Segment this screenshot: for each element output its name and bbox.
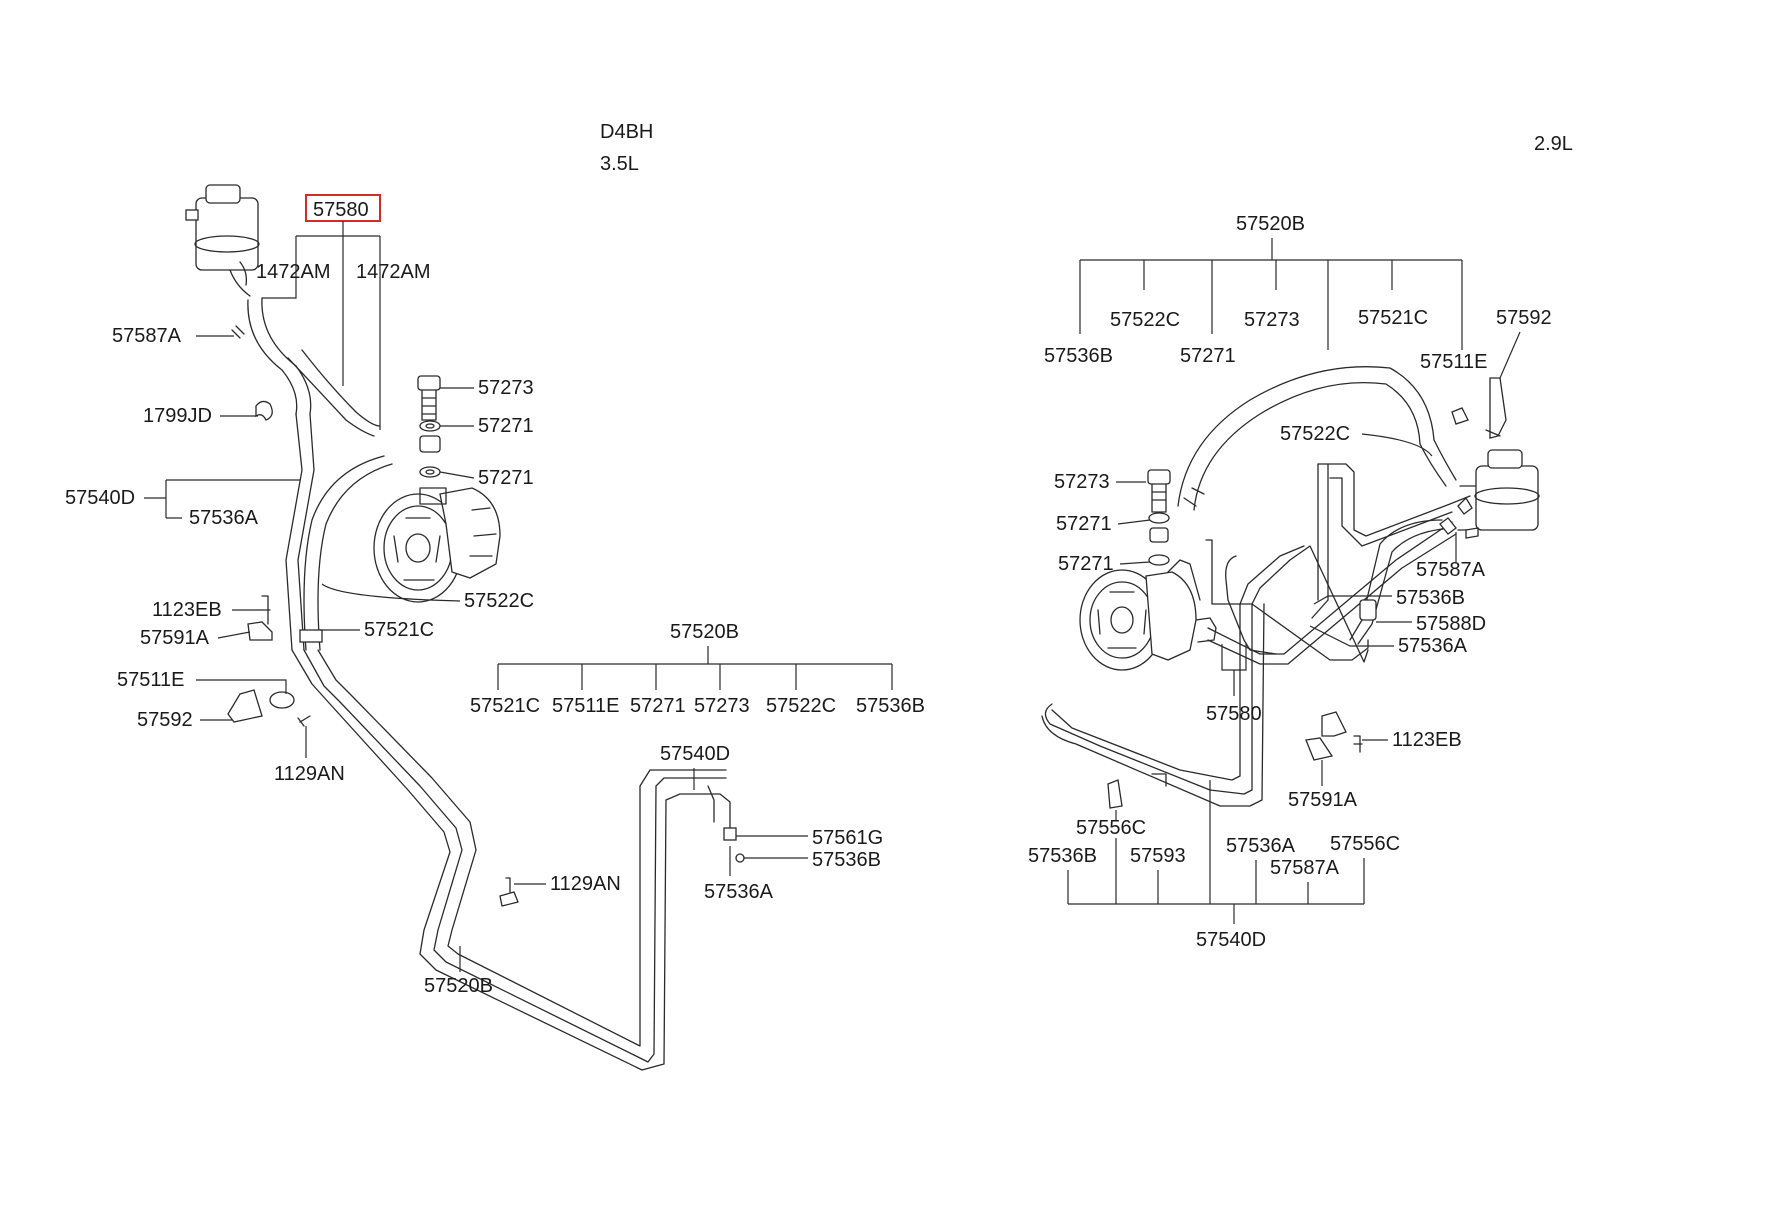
group-57520b-r-item-6[interactable]: 57511E (1420, 351, 1487, 373)
group-57520b-item-1[interactable]: 57521C (470, 695, 540, 717)
label-57540d-b[interactable]: 57540D (660, 743, 730, 765)
engine-code-label: D4BH (600, 121, 653, 143)
engine-displacement-right: 2.9L (1534, 133, 1573, 155)
label-57536b-r[interactable]: 57536B (1396, 587, 1465, 609)
label-57580-r[interactable]: 57580 (1206, 703, 1262, 725)
label-57271-r-b[interactable]: 57271 (1058, 553, 1114, 575)
label-57536a[interactable]: 57536A (189, 507, 259, 529)
label-1472am-a[interactable]: 1472AM (256, 261, 331, 283)
label-1799jd[interactable]: 1799JD (143, 405, 212, 427)
left-reservoir[interactable] (185, 184, 260, 297)
label-57271-r-a[interactable]: 57271 (1056, 513, 1112, 535)
label-57522c[interactable]: 57522C (464, 590, 534, 612)
group-57540d-item-2[interactable]: 57556C (1076, 817, 1146, 839)
left-pressure-tube[interactable] (291, 649, 731, 1071)
left-return-line[interactable] (285, 413, 315, 651)
label-57271-a[interactable]: 57271 (478, 415, 534, 437)
group-57520b-item-4[interactable]: 57273 (694, 695, 750, 717)
label-57536a-r[interactable]: 57536A (1398, 635, 1468, 657)
group-57520b-r-item-4[interactable]: 57273 (1244, 309, 1300, 331)
label-57273-r[interactable]: 57273 (1054, 471, 1110, 493)
right-suction-line[interactable] (1207, 521, 1457, 665)
right-pressure-hose[interactable] (1177, 366, 1457, 511)
label-57536a-b[interactable]: 57536A (704, 881, 774, 903)
label-57540d[interactable]: 57540D (65, 487, 135, 509)
label-57591a-r[interactable]: 57591A (1288, 789, 1358, 811)
group-57520b-title[interactable]: 57520B (670, 621, 739, 643)
label-1123eb[interactable]: 1123EB (152, 599, 222, 621)
group-57540d-item-5[interactable]: 57587A (1270, 857, 1340, 879)
engine-displacement-left: 3.5L (600, 153, 639, 175)
right-callouts: 57520B 57536B 57522C 57271 57273 57521C … (1028, 213, 1552, 951)
label-57561g[interactable]: 57561G (812, 827, 883, 849)
right-brackets[interactable] (1107, 377, 1507, 809)
label-57587a-r[interactable]: 57587A (1416, 559, 1486, 581)
right-banjo-bolt[interactable] (1147, 469, 1171, 566)
group-57540d-item-6[interactable]: 57556C (1330, 833, 1400, 855)
group-57540d-item-1[interactable]: 57536B (1028, 845, 1097, 867)
left-suction-hose[interactable] (247, 297, 381, 437)
left-callouts: 57580 1472AM 1472AM 57587A 1799JD 57273 … (65, 194, 925, 997)
label-57522c-r[interactable]: 57522C (1280, 423, 1350, 445)
group-57520b-r-item-3[interactable]: 57271 (1180, 345, 1236, 367)
group-57520b-item-5[interactable]: 57522C (766, 695, 836, 717)
left-brackets[interactable] (227, 325, 519, 907)
group-57540d-item-3[interactable]: 57593 (1130, 845, 1186, 867)
label-1129an-b[interactable]: 1129AN (550, 873, 621, 895)
label-1129an[interactable]: 1129AN (274, 763, 345, 785)
left-pressure-hose[interactable] (299, 455, 393, 651)
label-57520b[interactable]: 57520B (424, 975, 493, 997)
label-57591a[interactable]: 57591A (140, 627, 210, 649)
label-1123eb-r[interactable]: 1123EB (1392, 729, 1462, 751)
group-57520b-r-title[interactable]: 57520B (1236, 213, 1305, 235)
label-57521c[interactable]: 57521C (364, 619, 434, 641)
label-57592[interactable]: 57592 (137, 709, 193, 731)
group-57520b-r-item-5[interactable]: 57521C (1358, 307, 1428, 329)
right-pressure-tube[interactable] (1041, 539, 1369, 807)
group-57520b-item-2[interactable]: 57511E (552, 695, 619, 717)
group-57520b-item-3[interactable]: 57271 (630, 695, 686, 717)
label-57592-r[interactable]: 57592 (1496, 307, 1552, 329)
label-57271-b[interactable]: 57271 (478, 467, 534, 489)
label-57511e[interactable]: 57511E (117, 669, 184, 691)
group-57520b-r-item-2[interactable]: 57522C (1110, 309, 1180, 331)
label-57536b[interactable]: 57536B (812, 849, 881, 871)
group-57520b-r-item-1[interactable]: 57536B (1044, 345, 1113, 367)
group-57540d-item-4[interactable]: 57536A (1226, 835, 1296, 857)
right-power-steering-pump[interactable] (1079, 559, 1217, 671)
label-57587a[interactable]: 57587A (112, 325, 182, 347)
left-banjo-bolt[interactable] (417, 375, 441, 478)
group-57520b-item-6[interactable]: 57536B (856, 695, 925, 717)
label-57588d-r[interactable]: 57588D (1416, 613, 1486, 635)
label-57273[interactable]: 57273 (478, 377, 534, 399)
label-1472am-b[interactable]: 1472AM (356, 261, 431, 283)
left-power-steering-pump[interactable] (373, 487, 501, 603)
group-57540d-title[interactable]: 57540D (1196, 929, 1266, 951)
selected-part-label[interactable]: 57580 (313, 199, 369, 221)
right-reservoir[interactable] (1439, 449, 1540, 539)
